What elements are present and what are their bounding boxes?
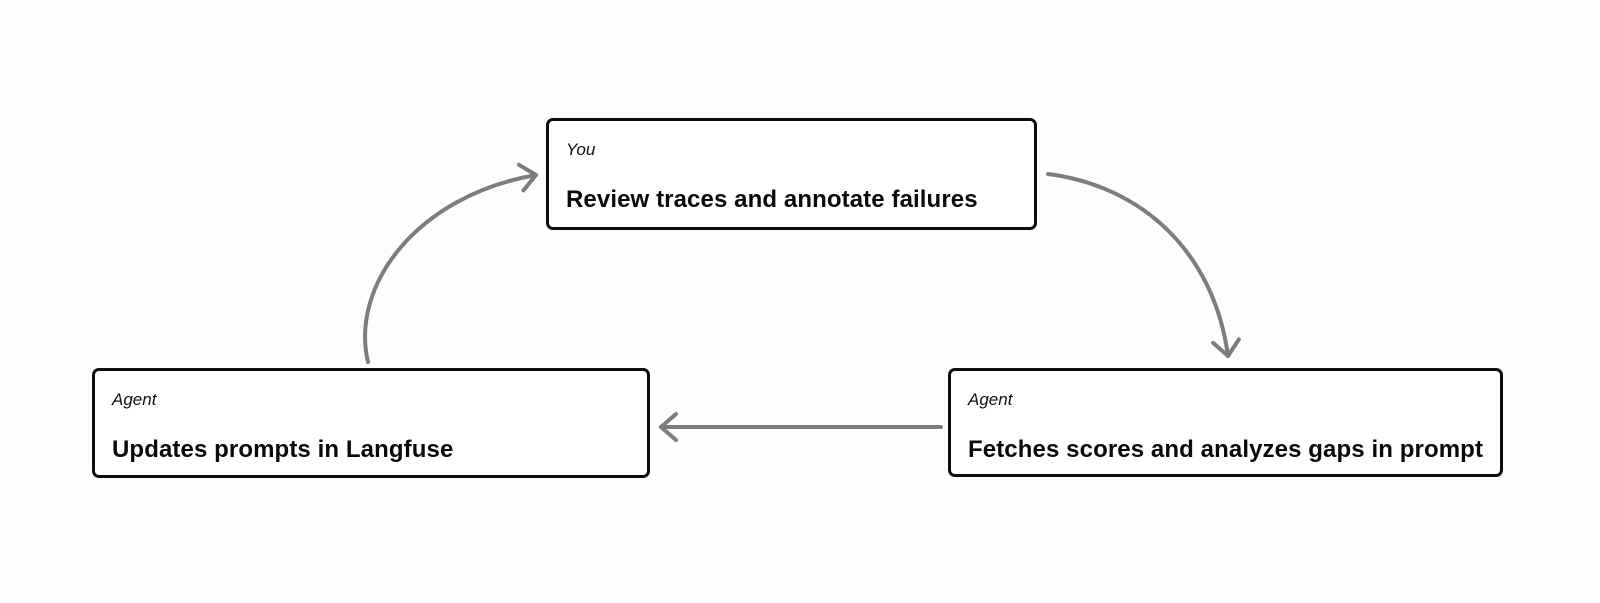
arrow-updates-prompts-to-review-traces — [363, 162, 538, 364]
node-review-traces-title: Review traces and annotate failures — [566, 186, 978, 213]
node-review-traces-role-label: You — [566, 140, 596, 159]
node-fetches-scores-role-label: Agent — [968, 390, 1013, 409]
arrow-review-traces-to-fetches-scores — [1046, 172, 1241, 358]
node-updates-prompts-role-label: Agent — [112, 390, 157, 409]
node-review-traces: You Review traces and annotate failures — [546, 118, 1037, 230]
node-updates-prompts-title: Updates prompts in Langfuse — [112, 436, 454, 463]
node-fetches-scores-title: Fetches scores and analyzes gaps in prom… — [968, 436, 1484, 463]
node-updates-prompts: Agent Updates prompts in Langfuse — [92, 368, 650, 478]
node-fetches-scores: Agent Fetches scores and analyzes gaps i… — [948, 368, 1503, 477]
